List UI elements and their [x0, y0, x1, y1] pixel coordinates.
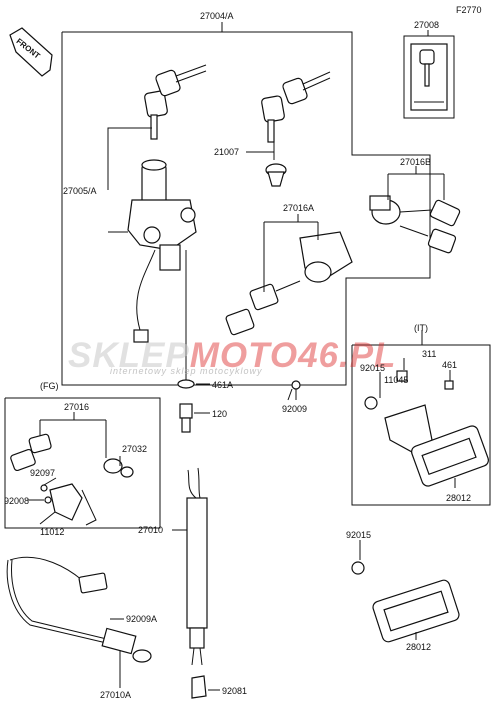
front-arrow-icon [9, 27, 53, 77]
leader-lines [28, 22, 456, 691]
watermark-brand-a: SKLEP [68, 336, 190, 375]
part-label-461: 461 [442, 360, 458, 370]
variant-label-FG: (FG) [40, 381, 59, 391]
part-label-27016: 27016 [64, 402, 90, 412]
part-label-27005A: 27005/A [63, 186, 97, 196]
key-set-21007-icon [261, 71, 331, 187]
part-label-27010: 27010 [138, 525, 164, 535]
part-label-120: 120 [212, 409, 228, 419]
part-label-27010A: 27010A [100, 690, 132, 700]
part-label-461A: 461A [212, 380, 234, 390]
part-label-21007: 21007 [214, 147, 240, 157]
part-label-28012-bottom: 28012 [406, 642, 432, 652]
part-label-92009: 92009 [282, 404, 308, 414]
watermark-brand-b: MOTO [189, 336, 299, 375]
frame-IT [351, 344, 491, 506]
part-label-92008: 92008 [4, 496, 30, 506]
lock-27016A-icon [225, 231, 353, 336]
lock-FG-icon [10, 433, 134, 526]
harness-27010-icon [186, 467, 208, 699]
part-label-92009A: 92009A [126, 614, 158, 624]
watermark-brand: SKLEPMOTO46.PL [68, 336, 396, 376]
key-set-27004-icon [144, 64, 207, 140]
part-label-27008: 27008 [414, 20, 440, 30]
part-label-92015-it: 92015 [360, 363, 386, 373]
part-label-27032: 27032 [122, 444, 148, 454]
part-label-311: 311 [422, 349, 437, 359]
part-label-27004A: 27004/A [200, 11, 234, 21]
part-label-92015-bottom: 92015 [346, 530, 372, 540]
watermark-brand-c: 46.PL [298, 336, 397, 375]
frame-main-outline [61, 31, 431, 386]
screw-92009-icon [287, 380, 301, 401]
lock-27016B-icon [369, 195, 461, 254]
frame-FG [4, 397, 161, 529]
variant-label-IT: (IT) [414, 323, 428, 333]
page-code: F2770 [456, 5, 482, 15]
part-label-27016B: 27016B [400, 157, 432, 167]
spacer-92015-icon [351, 561, 365, 575]
part-label-11045: 11045 [384, 375, 409, 385]
washer-461A-icon [177, 379, 195, 389]
part-label-28012-it: 28012 [446, 493, 472, 503]
watermark-subtitle: internetowy sklep motocyklowy [110, 366, 263, 376]
bolt-120-icon [179, 403, 193, 433]
part-label-11012: 11012 [40, 527, 65, 537]
frame-27008 [403, 35, 455, 119]
part-label-92097: 92097 [30, 468, 56, 478]
part-label-27016A: 27016A [283, 203, 315, 213]
reflector-28012-icon [372, 579, 460, 643]
reflector-IT-icon [364, 370, 489, 487]
ignition-switch-icon [127, 159, 197, 343]
part-label-92081: 92081 [222, 686, 248, 696]
harness-27010A-icon [6, 556, 152, 663]
